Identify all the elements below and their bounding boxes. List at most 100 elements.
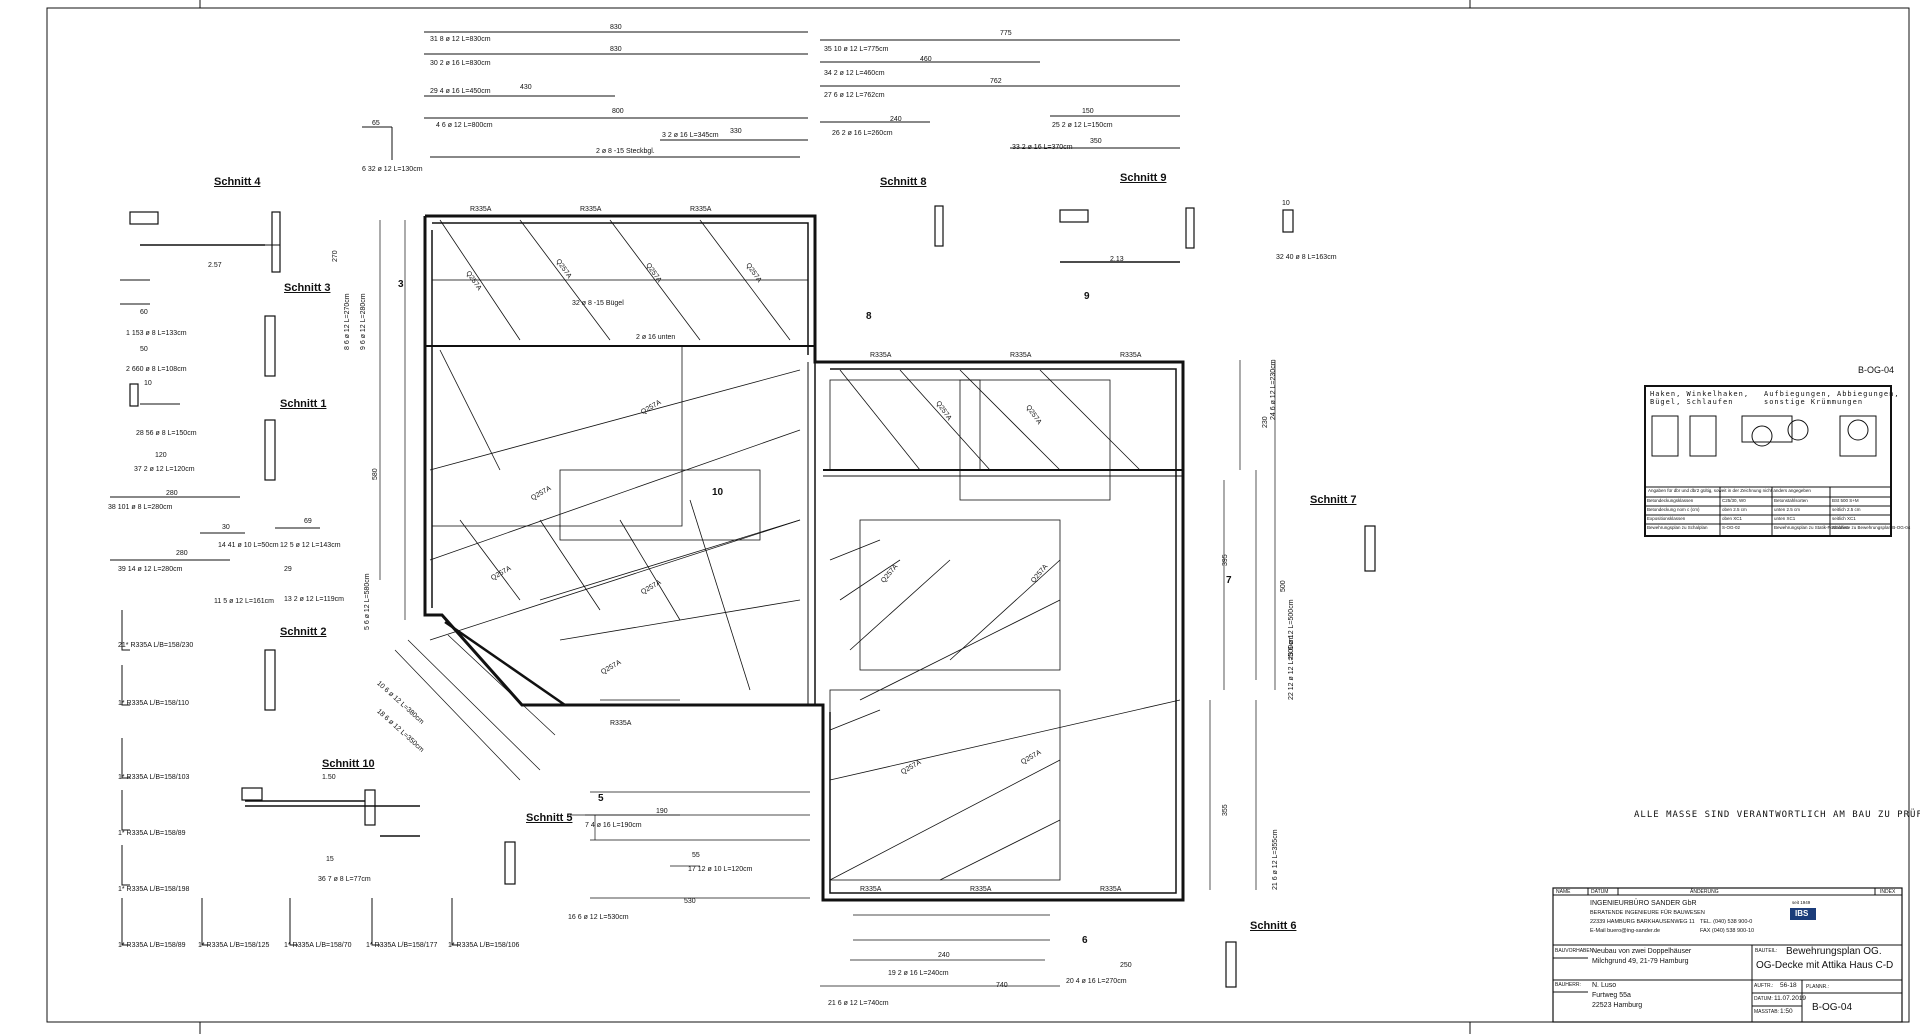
logo-text: IBS [1795, 909, 1809, 918]
mat-type-label: R335A [1120, 352, 1142, 359]
section-cut-marker: 6 [1082, 935, 1088, 946]
client-name: N. Luso [1592, 982, 1617, 989]
project-label: BAUVORHABEN: [1555, 948, 1595, 954]
bar-length: 29 [284, 566, 292, 573]
bar-length: 800 [612, 108, 624, 115]
scale-label: MASSTAB: [1754, 1009, 1779, 1015]
bar-length: 775 [1000, 30, 1012, 37]
bar-length: 15 [326, 856, 334, 863]
legend-cell: Bewehrungsplan zu Schalplan [1647, 525, 1708, 530]
bar-label: 2 660 ø 8 L=108cm [126, 366, 187, 373]
mat-label: 1* R335A L/B=158/89 [118, 830, 186, 837]
bar-label: 21 6 ø 12 L=355cm [1272, 829, 1279, 890]
sheet-frame [46, 7, 1910, 1023]
legend-cell: unten XC1 [1774, 516, 1796, 521]
mat-label: 1* R335A L/B=158/89 [118, 942, 186, 949]
bar-length: 280 [166, 490, 178, 497]
bar-label: 28 56 ø 8 L=150cm [136, 430, 197, 437]
bar-length: 830 [610, 46, 622, 53]
bar-label: 6 32 ø 12 L=130cm [362, 166, 423, 173]
dimension-value: 395 [1222, 554, 1229, 566]
bar-label: 17 12 ø 10 L=120cm [688, 866, 753, 873]
legend-right-title: Aufbiegungen, Abbiegungen, sonstige Krüm… [1764, 390, 1900, 407]
bar-label: 22 12 ø 12 L=500cm [1288, 635, 1295, 700]
bar-length: 250 [1120, 962, 1132, 969]
mat-type-label: R335A [1100, 886, 1122, 893]
legend-cell: oben XC1 [1722, 516, 1743, 521]
bar-length: 740 [996, 982, 1008, 989]
bar-label: 4 6 ø 12 L=800cm [436, 122, 493, 129]
mat-type-label: R335A [860, 886, 882, 893]
bar-label: 1 153 ø 8 L=133cm [126, 330, 187, 337]
firm-email: E-Mail buero@ing-sander.de [1590, 928, 1661, 934]
order-number: 56-18 [1780, 982, 1797, 989]
dimension-value: 270 [332, 250, 339, 262]
client-street: Furtweg 55a [1592, 992, 1631, 999]
bar-label: 27 6 ø 12 L=762cm [824, 92, 885, 99]
bar-label: 32 40 ø 8 L=163cm [1276, 254, 1337, 261]
bar-label: 25 2 ø 12 L=150cm [1052, 122, 1113, 129]
mat-type-label: R335A [1010, 352, 1032, 359]
mat-type-label: R335A [470, 206, 492, 213]
firm-name: INGENIEURBÜRO SANDER GbR [1590, 900, 1697, 907]
project-name: Neubau von zwei Doppelhäuser [1592, 948, 1692, 955]
legend-cell: S-OG-02 [1722, 525, 1741, 530]
bar-length: 120 [155, 452, 167, 459]
bar-label: 16 6 ø 12 L=530cm [568, 914, 629, 921]
section-heading: Schnitt 10 [322, 758, 375, 770]
dimension-value: 1.50 [322, 774, 336, 781]
legend-cell: unten 2.5 cm [1774, 507, 1801, 512]
mat-label: 1* R335A L/B=158/177 [366, 942, 438, 949]
legend-cell: Betondeckungsklassen [1647, 498, 1694, 503]
bar-label: 38 101 ø 8 L=280cm [108, 504, 173, 511]
mat-label: 1* R335A L/B=158/198 [118, 886, 190, 893]
bar-length: 150 [1082, 108, 1094, 115]
bar-length: 65 [372, 120, 380, 127]
bar-label: 24 6 ø 12 L=230cm [1270, 359, 1277, 420]
section-heading: Schnitt 3 [284, 282, 331, 294]
bar-label: 13 2 ø 12 L=119cm [284, 596, 345, 603]
plan-date: 11.07.2019 [1774, 995, 1807, 1002]
revision-header-index: INDEX [1880, 889, 1896, 895]
section-cut-marker: 7 [1226, 575, 1232, 586]
bar-label: 31 8 ø 12 L=830cm [430, 36, 491, 43]
project-address: Milchgrund 49, 21-79 Hamburg [1592, 958, 1689, 965]
bar-length: 30 [222, 524, 230, 531]
legend-cell: BSt 500 S+M [1832, 498, 1859, 503]
plan-label: 32 ø 8 -15 Bügel [572, 300, 624, 307]
bar-length: 55 [692, 852, 700, 859]
client-label: BAUHERR: [1555, 982, 1581, 988]
mat-type-label: R335A [870, 352, 892, 359]
revision-header-change: ÄNDERUNG [1690, 889, 1719, 895]
section-heading: Schnitt 2 [280, 626, 327, 638]
bar-length: 240 [890, 116, 902, 123]
legend-left-title: Haken, Winkelhaken, Bügel, Schlaufen [1650, 390, 1750, 407]
plan-scale: 1:50 [1780, 1008, 1793, 1015]
bar-label: 37 2 ø 12 L=120cm [134, 466, 195, 473]
bar-label: 39 14 ø 12 L=280cm [118, 566, 183, 573]
mat-label: 21* R335A L/B=158/230 [118, 642, 194, 649]
bar-label: 19 2 ø 16 L=240cm [888, 970, 949, 977]
bar-length: 50 [140, 346, 148, 353]
section-heading: Schnitt 9 [1120, 172, 1167, 184]
firm-phone: TEL. (040) 538 900-0 [1700, 919, 1753, 925]
mat-type-label: R335A [970, 886, 992, 893]
legend-code: B-OG-04 [1858, 365, 1895, 375]
section-heading: Schnitt 4 [214, 176, 261, 188]
mat-type-label: R335A [690, 206, 712, 213]
dimension-value: 230 [1262, 416, 1269, 428]
mat-label: 1* R335A L/B=158/125 [198, 942, 270, 949]
bar-label: 20 4 ø 16 L=270cm [1066, 978, 1127, 985]
bar-label: 36 7 ø 8 L=77cm [318, 876, 371, 883]
legend-note: Angaben für dbr und dbr2 gültig, soweit … [1648, 488, 1811, 493]
firm-address: 22339 HAMBURG BARKHAUSENWEG 11 [1590, 919, 1695, 925]
bar-label: 11 5 ø 12 L=161cm [214, 598, 275, 605]
legend-cell: Betondeckung nom c (cm) [1647, 507, 1700, 512]
legend-cell: C25/30, W0 [1722, 498, 1746, 503]
section-heading: Schnitt 1 [280, 398, 327, 410]
bar-label: 21 6 ø 12 L=740cm [828, 1000, 889, 1007]
mat-label: 1* R335A L/B=158/110 [118, 700, 189, 707]
dimension-value: 355 [1222, 804, 1229, 816]
section-heading: Schnitt 5 [526, 812, 573, 824]
